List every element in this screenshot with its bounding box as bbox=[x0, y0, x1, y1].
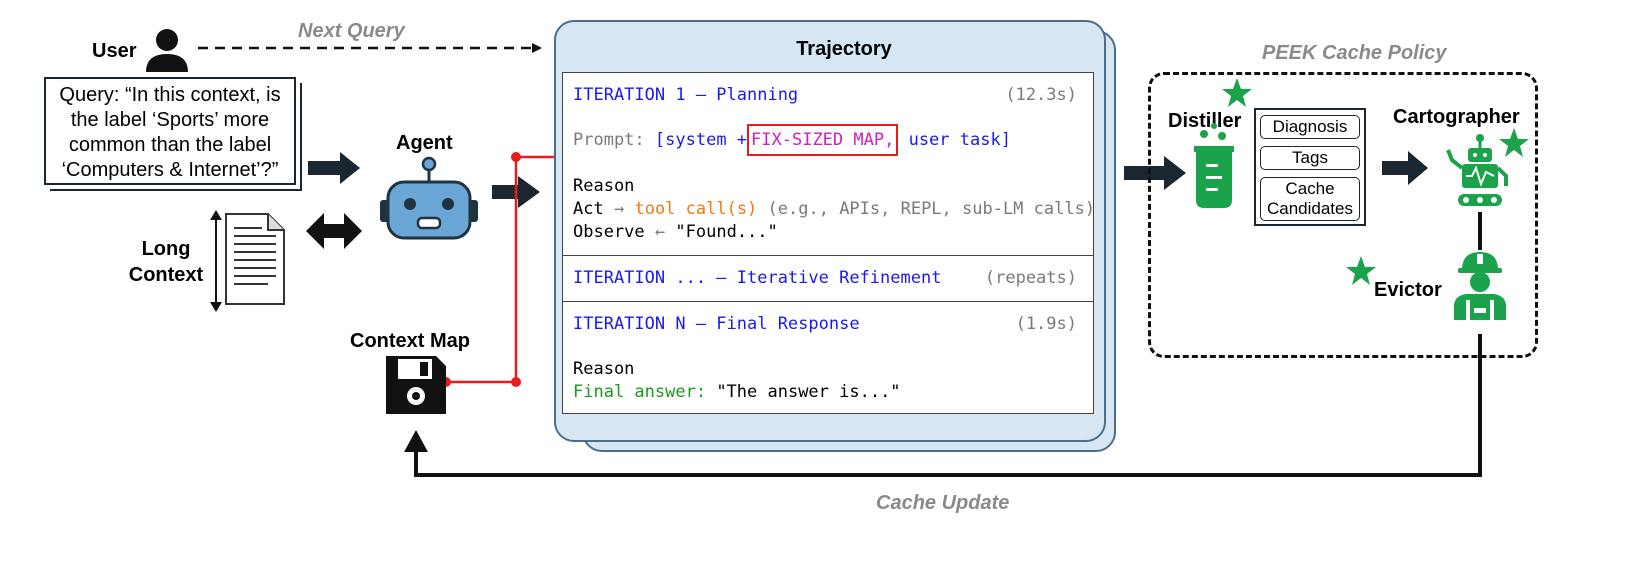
long-context-length-arrow bbox=[210, 210, 222, 312]
iteration-n-time: (1.9s) bbox=[1015, 314, 1077, 334]
iteration-mid-title: ITERATION ... – Iterative Refinement bbox=[573, 268, 942, 288]
distiller-label: Distiller bbox=[1168, 110, 1242, 132]
final-answer-text: "The answer is..." bbox=[716, 382, 901, 402]
act-word: Act bbox=[573, 199, 604, 219]
iteration-1-row: ITERATION 1 – Planning (12.3s) bbox=[573, 85, 1085, 105]
user-label: User bbox=[92, 40, 137, 62]
tool-call-text: tool call(s) bbox=[634, 199, 758, 219]
prompt-open: [system + bbox=[654, 130, 748, 150]
cartographer-robot-icon bbox=[1446, 134, 1508, 206]
separator-2 bbox=[563, 301, 1093, 302]
reason-row: Reason bbox=[573, 176, 635, 196]
trajectory-title: Trajectory bbox=[796, 38, 892, 60]
act-arrow: → bbox=[613, 199, 625, 219]
cartographer-star-icon bbox=[1499, 128, 1529, 157]
prompt-prefix: Prompt: bbox=[573, 130, 645, 150]
fix-sized-map-highlight: FIX-SIZED MAP, bbox=[747, 124, 899, 156]
distiller-panel-to-cartographer-arrow bbox=[1382, 151, 1428, 185]
reason-2-row: Reason bbox=[573, 359, 635, 379]
trajectory-to-policy-arrow bbox=[1124, 156, 1186, 190]
separator-1 bbox=[563, 255, 1093, 256]
evictor-star-icon bbox=[1346, 256, 1376, 285]
prompt-row: Prompt: [system +FIX-SIZED MAP, user tas… bbox=[573, 124, 1085, 156]
query-to-agent-arrow bbox=[308, 152, 360, 184]
observe-row: Observe ← "Found..." bbox=[573, 222, 1085, 242]
tags-pill: Tags bbox=[1260, 146, 1360, 170]
agent-context-double-arrow bbox=[306, 213, 362, 249]
observe-text: "Found..." bbox=[675, 222, 778, 242]
query-box: Query: “In this context, is the label ‘S… bbox=[44, 77, 296, 185]
distiller-star-icon bbox=[1222, 78, 1252, 107]
trajectory-log: ITERATION 1 – Planning (12.3s) Prompt: [… bbox=[562, 72, 1095, 414]
long-context-label: Long Context bbox=[124, 236, 208, 288]
iteration-mid-note: (repeats) bbox=[984, 268, 1077, 288]
iteration-1-time: (12.3s) bbox=[1005, 85, 1077, 105]
iteration-n-row: ITERATION N – Final Response (1.9s) bbox=[573, 314, 1085, 334]
act-detail: (e.g., APIs, REPL, sub-LM calls) bbox=[767, 199, 1096, 219]
iteration-n-title: ITERATION N – Final Response bbox=[573, 314, 860, 334]
cache-update-path bbox=[404, 334, 1482, 477]
final-answer-row: Final answer: "The answer is..." bbox=[573, 382, 1085, 402]
long-context-line1: Long bbox=[141, 238, 191, 260]
query-text: Query: “In this context, is the label ‘S… bbox=[59, 84, 281, 181]
policy-box bbox=[1148, 72, 1538, 358]
act-row: Act → tool call(s) (e.g., APIs, REPL, su… bbox=[573, 199, 1095, 219]
evictor-worker-icon bbox=[1454, 252, 1506, 320]
cartographer-label: Cartographer bbox=[1393, 106, 1520, 128]
agent-to-trajectory-arrow bbox=[492, 176, 540, 208]
diagnosis-pill: Diagnosis bbox=[1260, 115, 1360, 139]
policy-title: PEEK Cache Policy bbox=[1262, 42, 1447, 64]
iteration-1-title: ITERATION 1 – Planning bbox=[573, 85, 799, 105]
evictor-label: Evictor bbox=[1374, 279, 1442, 301]
iteration-mid-row: ITERATION ... – Iterative Refinement (re… bbox=[573, 268, 1085, 288]
beaker-icon bbox=[1194, 123, 1234, 208]
next-query-label: Next Query bbox=[298, 20, 405, 42]
observe-word: Observe bbox=[573, 222, 645, 242]
cache-update-label: Cache Update bbox=[876, 492, 1010, 514]
observe-arrow: ← bbox=[654, 222, 666, 242]
distiller-output-panel: Diagnosis Tags Cache Candidates bbox=[1254, 108, 1366, 226]
context-map-label: Context Map bbox=[350, 330, 470, 352]
long-context-line2: Context bbox=[128, 264, 204, 286]
prompt-close: user task] bbox=[908, 130, 1011, 150]
final-answer-label: Final answer: bbox=[573, 382, 707, 402]
agent-label: Agent bbox=[396, 132, 453, 154]
cache-candidates-pill: Cache Candidates bbox=[1260, 177, 1360, 221]
